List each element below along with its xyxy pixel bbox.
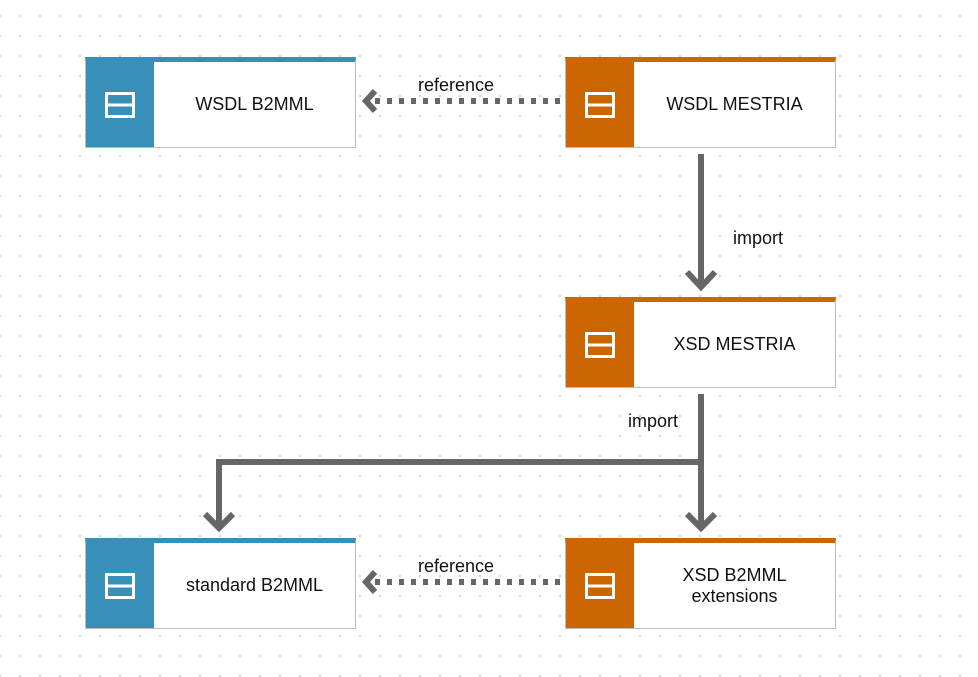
import-connector-branch-left bbox=[216, 394, 704, 527]
node-label: XSD MESTRIA bbox=[673, 334, 796, 354]
database-table-icon bbox=[585, 331, 615, 358]
node-icon-area bbox=[86, 62, 154, 147]
import-arrowhead-standard bbox=[202, 511, 236, 533]
node-standard-b2mml[interactable]: standard B2MML bbox=[85, 538, 356, 629]
edge-label-reference-bottom: reference bbox=[418, 556, 495, 576]
import-arrowhead-extensions bbox=[684, 511, 718, 533]
node-wsdl-b2mml[interactable]: WSDL B2MML bbox=[85, 57, 356, 148]
node-icon-area bbox=[566, 543, 634, 628]
import-arrowhead-upper bbox=[684, 269, 718, 292]
node-label: WSDL B2MML bbox=[195, 94, 314, 114]
node-icon-area bbox=[86, 543, 154, 628]
edge-label-reference-top: reference bbox=[418, 75, 495, 95]
edge-label-import-upper: import bbox=[733, 228, 784, 248]
reference-arrowhead-top bbox=[361, 88, 378, 114]
node-icon-area bbox=[566, 302, 634, 387]
reference-arrowhead-bottom bbox=[361, 569, 378, 595]
database-table-icon bbox=[585, 91, 615, 118]
edge-label-import-lower: import bbox=[628, 411, 679, 431]
node-xsd-mestria[interactable]: XSD MESTRIA bbox=[565, 297, 836, 388]
node-label: standard B2MML bbox=[185, 575, 324, 595]
node-xsd-b2mml-extensions[interactable]: XSD B2MML extensions bbox=[565, 538, 836, 629]
database-table-icon bbox=[585, 572, 615, 599]
database-table-icon bbox=[105, 572, 135, 599]
node-wsdl-mestria[interactable]: WSDL MESTRIA bbox=[565, 57, 836, 148]
database-table-icon bbox=[105, 91, 135, 118]
node-label: WSDL MESTRIA bbox=[666, 94, 803, 114]
node-icon-area bbox=[566, 62, 634, 147]
node-label: XSD B2MML extensions bbox=[682, 564, 787, 606]
